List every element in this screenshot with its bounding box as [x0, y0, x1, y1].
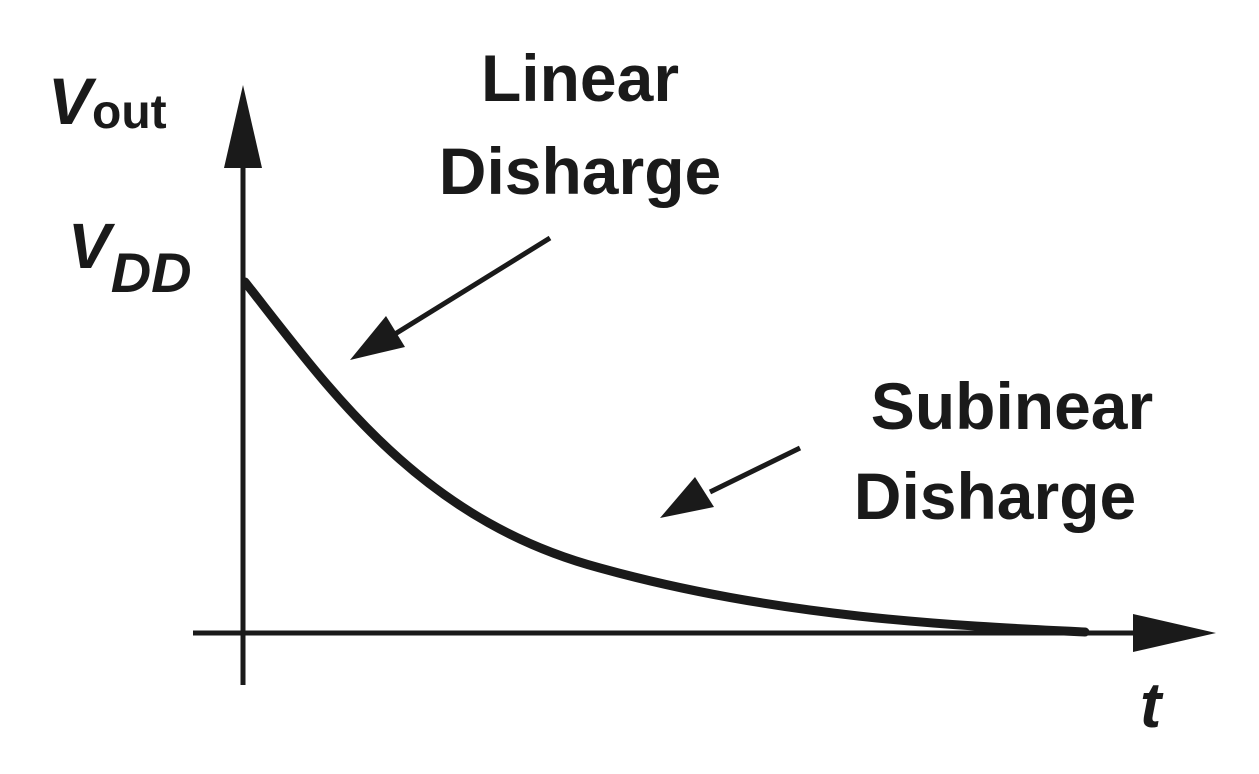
y-axis-arrowhead	[224, 85, 262, 168]
subinear-arrow-shaft	[708, 445, 802, 495]
linear-discharge-label-line2: Disharge	[439, 134, 721, 208]
linear-arrow-shaft	[393, 235, 552, 337]
x-axis-label: t	[1140, 669, 1164, 741]
linear-arrow-head	[350, 316, 405, 360]
discharge-curve	[240, 277, 1090, 637]
linear-discharge-label-line1: Linear	[481, 41, 679, 115]
subinear-discharge-label-line2: Disharge	[854, 459, 1136, 533]
y-axis-label: Vout	[48, 64, 167, 139]
subinear-discharge-label-line1: Subinear	[871, 369, 1153, 443]
vdd-label: VDD	[68, 210, 192, 304]
x-axis-arrowhead	[1133, 614, 1216, 652]
subinear-arrow-head	[660, 477, 714, 518]
